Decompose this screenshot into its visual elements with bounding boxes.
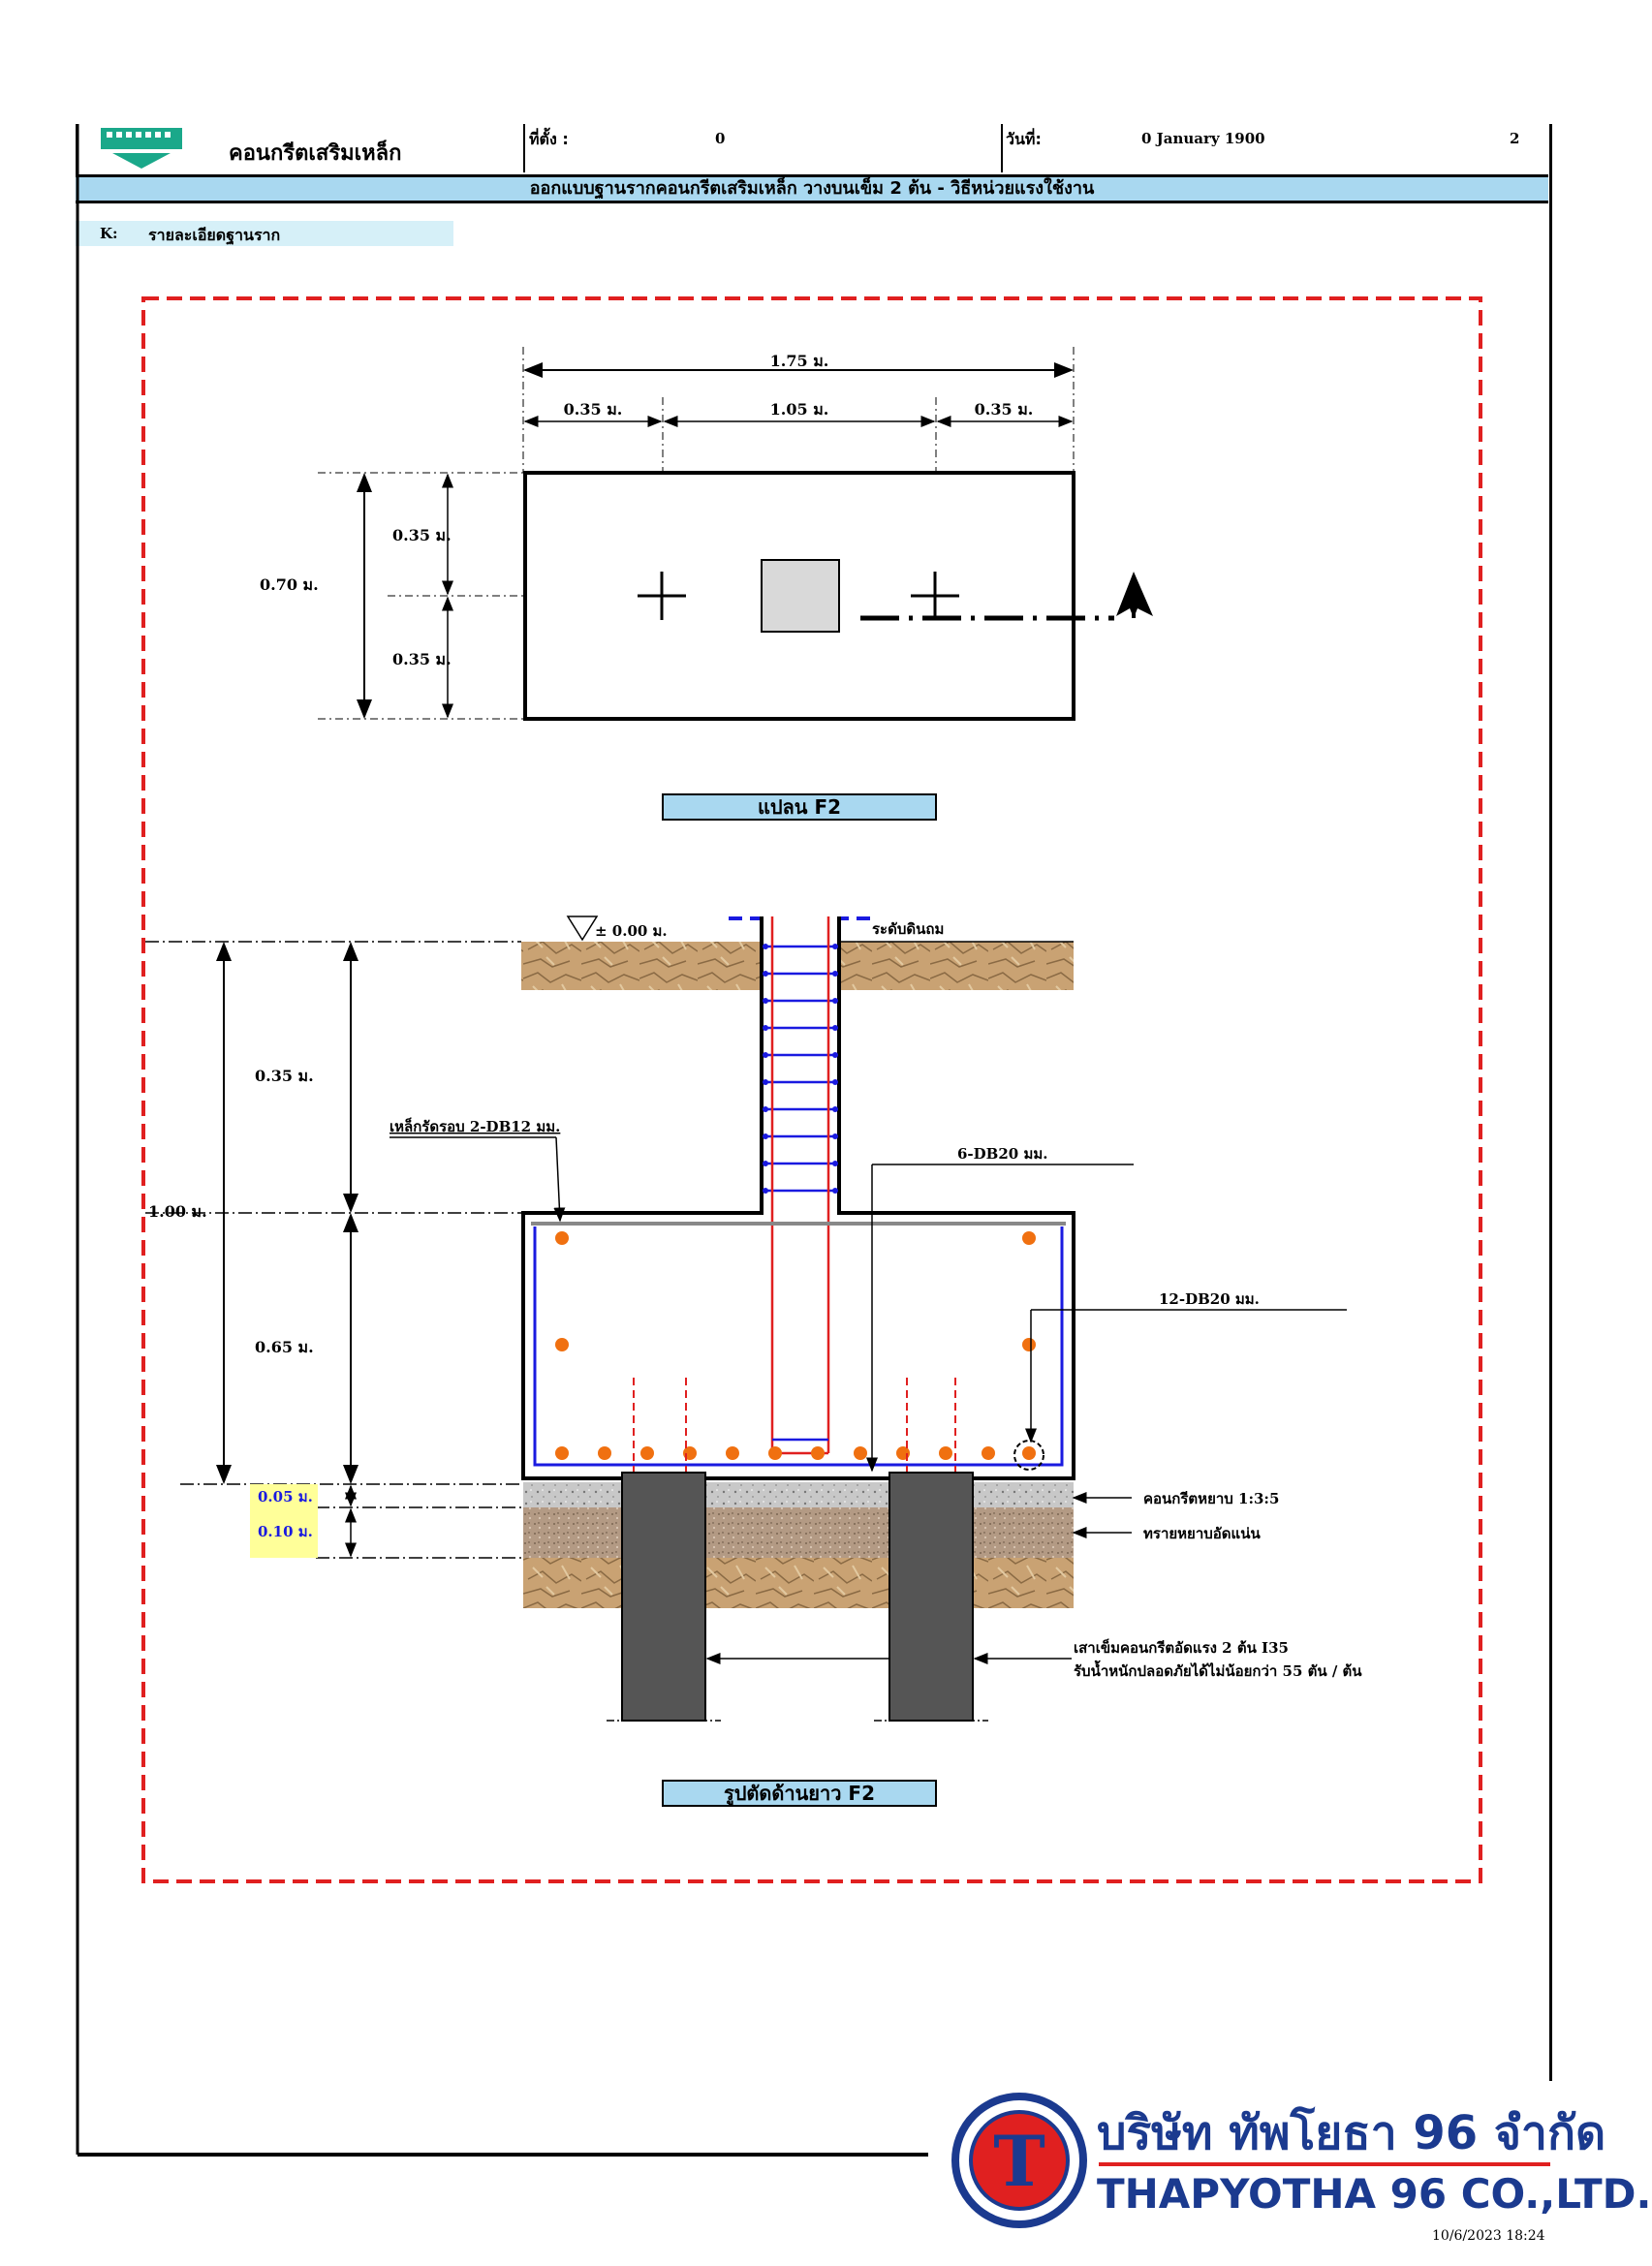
plan-view: 1.75 ม. 0.35 ม. 1.05 ม. 0.35 ม. 0.70 ม. … [260, 347, 1153, 721]
soil-bottom-right [973, 1558, 1074, 1608]
header: คอนกรีตเสริมเหล็ก ที่ตั้ง : 0 วันที่: 0 … [76, 124, 1552, 2081]
ground-label: ระดับดินถม [872, 920, 944, 938]
plan-column [761, 559, 840, 633]
section-total-depth: 1.00 ม. [148, 1202, 207, 1221]
soil-bottom-mid [705, 1558, 889, 1608]
thickness-highlight [250, 1484, 318, 1558]
plan-total-width: 1.75 ม. [770, 352, 829, 370]
footing-main-bar-dots [555, 1231, 1036, 1460]
plan-title-box [662, 793, 937, 821]
sand-mid [705, 1507, 889, 1558]
lean-concrete-left [523, 1482, 622, 1507]
banner: ออกแบบฐานรากคอนกรีตเสริมเหล็ก วางบนเข็ม … [76, 174, 1548, 203]
header-divider-2 [1001, 124, 1003, 172]
location-value: 0 [715, 130, 726, 147]
section-heading: K: รายละเอียดฐานราก [76, 221, 453, 246]
plan-half-top: 0.35 ม. [392, 526, 452, 544]
section-lean-thk: 0.05 ม. [258, 1488, 313, 1505]
bar-callout-circle [1013, 1440, 1044, 1471]
lean-concrete-mid [705, 1482, 889, 1507]
section-code: K: [100, 225, 118, 242]
footing-stirrup [533, 1226, 1064, 1467]
plan-footing-outline [523, 471, 1075, 721]
header-right-rule [1549, 124, 1552, 2081]
pile-left [621, 1472, 706, 1722]
plan-seg-right: 0.35 ม. [975, 400, 1034, 419]
section-top-depth: 0.35 ม. [255, 1067, 314, 1085]
section-title: รูปตัดด้านยาว F2 [724, 1782, 875, 1807]
section-footing-depth: 0.65 ม. [255, 1338, 314, 1356]
main-bars-label: 12-DB20 มม. [1159, 1290, 1260, 1308]
pile-label-line1: เสาเข็มคอนกรีตอัดแรง 2 ต้น I35 [1074, 1638, 1289, 1657]
sand-label: ทรายหยาบอัดแน่น [1143, 1525, 1261, 1542]
plan-title: แปลน F2 [758, 795, 841, 819]
ground-level-value: ± 0.00 ม. [595, 922, 668, 940]
header-divider-1 [523, 124, 525, 172]
column-tie-dots [763, 944, 838, 1194]
location-label: ที่ตั้ง : [529, 130, 569, 148]
section-cut-arrow-icon [1116, 572, 1153, 618]
soil-bottom-left [523, 1558, 622, 1608]
page-number: 2 [1510, 130, 1520, 147]
svg-text:T: T [993, 2120, 1045, 2202]
company-logo: T [951, 2093, 1087, 2228]
sand-left [523, 1507, 622, 1558]
column-bars-label: 6-DB20 มม. [957, 1145, 1047, 1163]
date-label: วันที่: [1006, 130, 1042, 148]
section-title-box [662, 1780, 937, 1807]
column-ties [765, 945, 835, 1193]
building-logo-icon [93, 124, 190, 171]
company-name-th: บริษัท ทัพโยธา 96 จำกัด [1097, 2106, 1606, 2160]
drawing-border [141, 296, 1482, 1883]
thapyotha-logo-icon: T [951, 2093, 1087, 2228]
lean-concrete-label: คอนกรีตหยาบ 1:3:5 [1143, 1490, 1279, 1507]
soil-top-left [521, 942, 762, 990]
banner-text: ออกแบบฐานรากคอนกรีตเสริมเหล็ก วางบนเข็ม … [529, 178, 1095, 199]
ties-label: เหล็กรัดรอบ 2-DB12 มม. [390, 1117, 560, 1135]
ground-level-triangle-icon [566, 916, 599, 942]
lean-concrete-right [973, 1482, 1074, 1507]
pile-right [888, 1472, 974, 1722]
section-view: ± 0.00 ม. ระดับดินถม [145, 916, 1362, 1722]
foundation-drawing: 1.75 ม. 0.35 ม. 1.05 ม. 0.35 ม. 0.70 ม. … [76, 124, 1482, 2157]
timestamp: 10/6/2023 18:24 [1432, 2228, 1545, 2244]
pile-label-line2: รับน้ำหนักปลอดภัยได้ไม่น้อยกว่า 55 ตัน /… [1074, 1660, 1362, 1680]
soil-top-right [839, 942, 1074, 990]
section-sand-thk: 0.10 ม. [258, 1523, 313, 1540]
plan-seg-mid: 1.05 ม. [770, 400, 829, 419]
plan-half-bottom: 0.35 ม. [392, 650, 452, 668]
plan-seg-left: 0.35 ม. [564, 400, 623, 419]
section-title: รายละเอียดฐานราก [148, 226, 281, 244]
date-value: 0 January 1900 [1141, 130, 1265, 147]
company-divider [1099, 2162, 1550, 2166]
sand-right [973, 1507, 1074, 1558]
company-name-en: THAPYOTHA 96 CO.,LTD. [1097, 2170, 1652, 2218]
plan-total-depth: 0.70 ม. [260, 575, 319, 594]
plan-pile-mark-right [911, 572, 959, 620]
company-short-name: คอนกรีตเสริมเหล็ก [229, 141, 402, 166]
plan-pile-mark-left [638, 572, 686, 620]
section-column-outline [521, 916, 1075, 1480]
